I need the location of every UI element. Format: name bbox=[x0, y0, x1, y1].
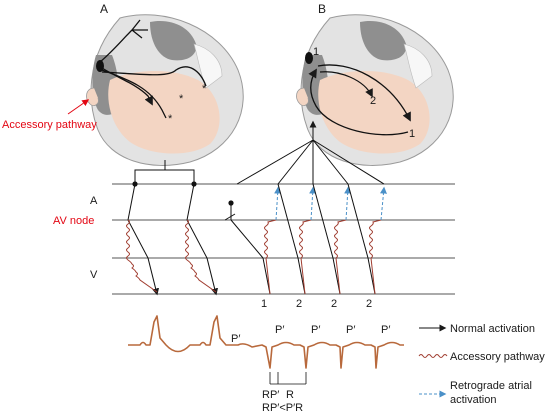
heart-b-loop-outer-return bbox=[308, 68, 409, 136]
beat-number-1: 1 bbox=[261, 298, 267, 310]
reentry-4-antegrade bbox=[347, 183, 369, 259]
ecg-p-prime-5: P′ bbox=[381, 324, 390, 336]
beat-number-3: 2 bbox=[331, 298, 337, 310]
beat-number-2: 2 bbox=[296, 298, 302, 310]
ecg-r-label: R bbox=[286, 389, 294, 401]
heart-a-purkinje-end-3: * bbox=[179, 93, 184, 105]
heart-a-purkinje-end: * bbox=[168, 113, 173, 125]
heart-b-sa-node bbox=[305, 52, 313, 64]
reentry-1-accessory-wave bbox=[264, 219, 277, 295]
heart-b: 1 2 1 B bbox=[296, 2, 454, 166]
premature-beat-av bbox=[230, 219, 264, 259]
connector-a-branch bbox=[134, 169, 195, 184]
beat-2-atrial bbox=[186, 183, 195, 221]
connector-b-line-1 bbox=[236, 139, 314, 185]
heart-a-purkinje-end-2: * bbox=[202, 83, 207, 95]
premature-beat-block bbox=[224, 213, 236, 221]
ecg-p-prime-4: P′ bbox=[346, 324, 355, 336]
heart-b-route-1-end: 1 bbox=[409, 128, 415, 140]
accessory-pathway-label: Accessory pathway bbox=[2, 119, 97, 131]
ecg-rp-label: RP′ bbox=[262, 389, 279, 401]
heart-a-valve bbox=[193, 43, 223, 89]
beat-1-ventricular bbox=[147, 257, 160, 296]
reentry-circuit-4 bbox=[347, 183, 387, 295]
connector-b-line-4 bbox=[312, 139, 349, 185]
heart-a-fiber-arrow bbox=[101, 67, 153, 106]
reentry-2-antegrade bbox=[277, 183, 299, 259]
beat-1-accessory-wave bbox=[126, 219, 158, 293]
beat-2-av bbox=[186, 219, 208, 259]
reentry-circuit-2 bbox=[277, 183, 317, 295]
accessory-pathway-pointer bbox=[67, 99, 90, 115]
legend-accessory-swatch bbox=[418, 354, 448, 358]
ecg-p-prime-1: P′ bbox=[231, 333, 240, 345]
heart-b-appendage bbox=[296, 87, 309, 106]
connector-b-line-5 bbox=[312, 139, 385, 185]
beat-2-ventricular bbox=[206, 257, 219, 296]
legend-normal-label: Normal activation bbox=[450, 323, 535, 335]
ecg-strip: P′ P′ P′ P′ P′ RP′ R RP′<P′R bbox=[128, 315, 404, 414]
legend-retrograde-label-2: activation bbox=[450, 394, 496, 406]
ecg-p-prime-3: P′ bbox=[311, 324, 320, 336]
beat-1-atrial bbox=[127, 183, 136, 221]
reentry-4-accessory-wave bbox=[369, 219, 382, 295]
heart-b-loop-outer-forward bbox=[317, 64, 411, 122]
reentry-circuit-3 bbox=[312, 183, 352, 295]
heart-b-valve bbox=[403, 43, 433, 89]
heart-a-left-atrium bbox=[150, 20, 197, 61]
heart-a-sa-node bbox=[96, 60, 104, 72]
beat-1-av bbox=[127, 219, 149, 259]
panel-a-label: A bbox=[100, 2, 108, 16]
heart-a-fibers-atrial bbox=[99, 19, 148, 63]
legend-accessory-label: Accessory pathway bbox=[450, 351, 545, 363]
reentry-2-retrograde bbox=[309, 186, 317, 221]
heart-b-route-2: 2 bbox=[370, 95, 376, 107]
reentry-3-accessory-wave bbox=[334, 219, 347, 295]
legend-retrograde-label-1: Retrograde atrial bbox=[450, 380, 532, 392]
heart-b-left-atrium bbox=[360, 20, 407, 61]
reentry-1-retrograde bbox=[274, 186, 282, 221]
beat-number-4: 2 bbox=[366, 298, 372, 310]
row-label-a: A bbox=[90, 195, 98, 207]
reentry-4-retrograde bbox=[379, 186, 387, 221]
heart-a-appendage bbox=[86, 87, 99, 106]
ladder-diagram: A AV node V bbox=[53, 120, 455, 310]
beat-2-accessory-wave bbox=[185, 219, 217, 293]
row-label-v: V bbox=[90, 269, 98, 281]
reentry-3-retrograde bbox=[344, 186, 352, 221]
ecg-p-prime-2: P′ bbox=[275, 324, 284, 336]
row-label-av-node: AV node bbox=[53, 215, 94, 227]
reentry-circuit-1 bbox=[262, 186, 282, 295]
heart-b-loop-inner bbox=[319, 71, 373, 98]
ecg-relation-label: RP′<P′R bbox=[262, 402, 303, 414]
ecg-trace bbox=[128, 315, 404, 369]
reentry-3-antegrade bbox=[312, 183, 334, 259]
heart-a-fibers-ventricular bbox=[101, 66, 207, 119]
heart-a: * * * A bbox=[86, 2, 244, 166]
panel-b-label: B bbox=[318, 2, 326, 16]
reentry-2-accessory-wave bbox=[299, 219, 312, 295]
legend: Normal activation Accessory pathway Retr… bbox=[418, 323, 545, 406]
connector-b-line-2 bbox=[277, 139, 314, 185]
heart-b-route-1-start: 1 bbox=[313, 46, 319, 58]
heart-a-ventricles bbox=[108, 70, 220, 154]
